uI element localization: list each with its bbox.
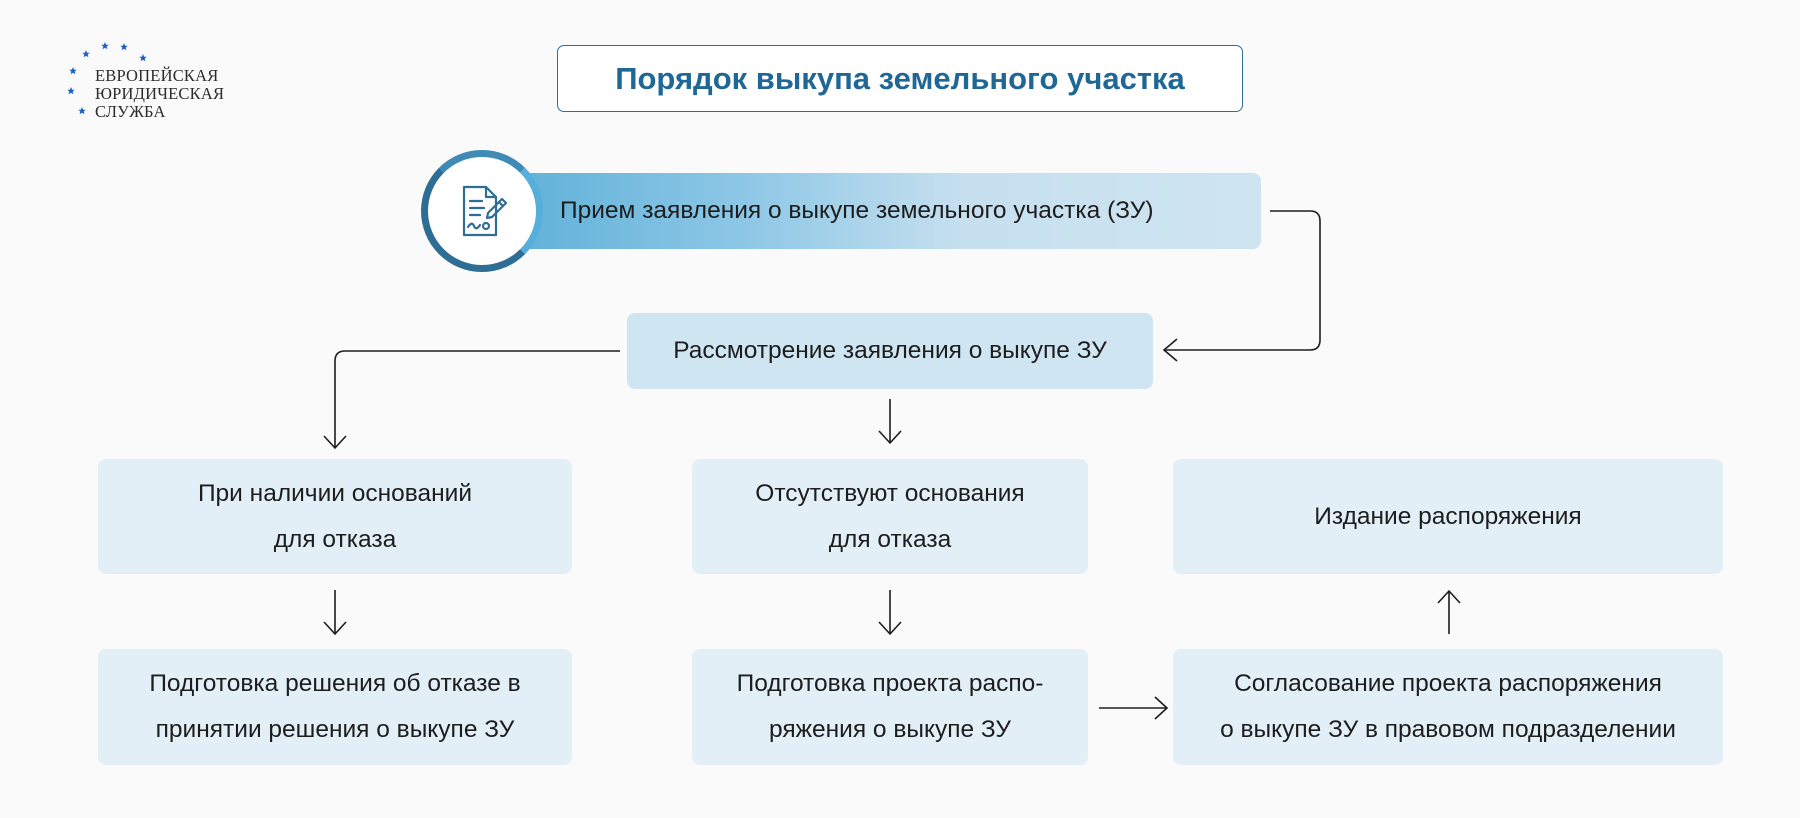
arrowhead-review-to-grounds-absent [878,430,902,445]
step-receive-label: Прием заявления о выкупе земельного учас… [560,197,1154,224]
step-issue-order: Издание распоряжения [1173,459,1723,574]
step-receive-icon-circle [421,150,543,272]
step-review-application: Рассмотрение заявления о выкупе ЗУ [627,313,1153,389]
arrowhead-review-to-grounds-present [323,435,347,450]
step-grounds-absent-line: Отсутствуют основания [755,479,1025,507]
logo-line: ЕВРОПЕЙСКАЯ [95,66,219,85]
logo-line: ЮРИДИЧЕСКАЯ [95,84,225,103]
arrowhead-grounds-present-to-refusal [323,621,347,636]
step-grounds-present: При наличии оснований для отказа [98,459,572,574]
logo-stars-icon [67,42,147,115]
arrowhead-approve-to-order [1437,589,1461,604]
step-prepare-refusal-line: принятии решения о выкупе ЗУ [155,716,515,743]
page-title: Порядок выкупа земельного участка [615,60,1185,96]
arrowhead-receive-to-review [1162,338,1178,362]
step-approve-draft-line: о выкупе ЗУ в правовом подразделении [1220,716,1676,743]
step-prepare-draft-line: ряжения о выкупе ЗУ [768,716,1011,743]
logo-line: СЛУЖБА [95,102,166,121]
arrow-review-to-grounds-present [334,350,620,447]
arrowhead-grounds-absent-to-draft [878,621,902,636]
step-grounds-present-line: При наличии оснований [197,479,473,507]
step-review-label: Рассмотрение заявления о выкупе ЗУ [673,337,1107,364]
company-logo: ЕВРОПЕЙСКАЯ ЮРИДИЧЕСКАЯ СЛУЖБА [62,36,242,126]
arrowhead-draft-to-approve [1154,696,1169,720]
step-prepare-refusal: Подготовка решения об отказе в принятии … [98,649,572,765]
step-prepare-refusal-line: Подготовка решения об отказе в [149,670,521,697]
step-grounds-absent: Отсутствуют основания для отказа [692,459,1088,574]
step-receive-application: Прием заявления о выкупе земельного учас… [520,173,1261,249]
step-grounds-absent-line: для отказа [828,525,952,553]
document-signature-icon [462,185,508,237]
step-approve-draft-line: Согласование проекта распоряжения [1234,670,1662,697]
step-prepare-draft-line: Подготовка проекта распо- [736,670,1044,697]
step-issue-order-label: Издание распоряжения [1314,502,1582,530]
step-approve-draft: Согласование проекта распоряжения о выку… [1173,649,1723,765]
step-grounds-present-line: для отказа [273,525,397,553]
step-prepare-draft: Подготовка проекта распо- ряжения о выку… [692,649,1088,765]
logo-text: ЕВРОПЕЙСКАЯ ЮРИДИЧЕСКАЯ СЛУЖБА [95,67,224,121]
title-box: Порядок выкупа земельного участка [557,45,1243,112]
